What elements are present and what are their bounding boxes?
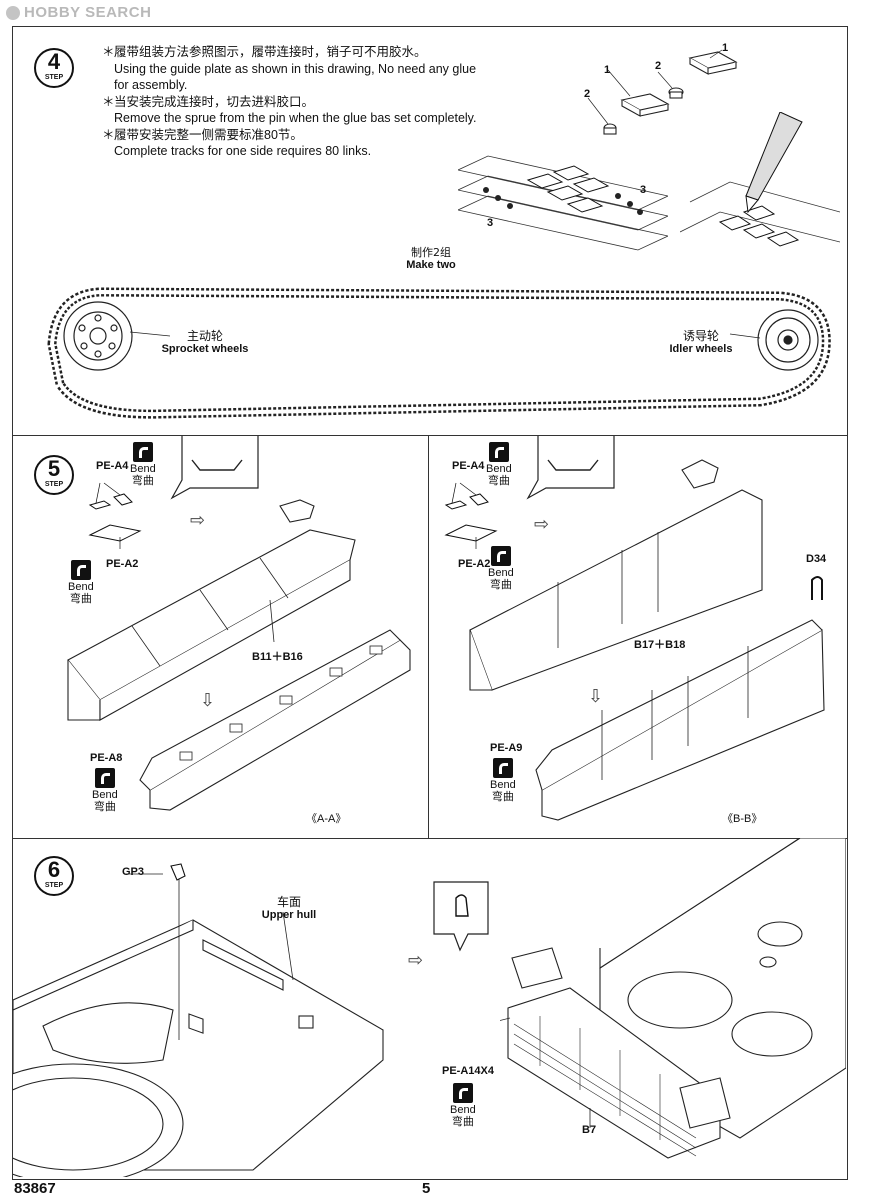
right-detail-callout xyxy=(526,436,615,500)
right-b-parts-label: B17＋B18 xyxy=(634,639,686,651)
callout-2a: 2 xyxy=(655,60,662,72)
b7-label: B7 xyxy=(582,1124,597,1136)
step6-badge: 6 STEP xyxy=(34,856,74,896)
right-bend-mid: Bend 弯曲 xyxy=(488,546,514,591)
instruction-line-1-en-b: for assembly. xyxy=(114,78,188,92)
instruction-line-3-en: Complete tracks for one side requires 80… xyxy=(114,144,372,158)
down-arrow-icon-left: ⇩ xyxy=(200,690,216,711)
left-detail-callout xyxy=(170,436,259,500)
left-bend-top: Bend 弯曲 xyxy=(130,442,156,487)
step4-badge: 4 STEP xyxy=(34,48,74,88)
instruction-line-2-cn: ＊当安装完成连接时，切去进料胶口。 xyxy=(102,94,315,109)
track-guide-plate-diagram xyxy=(458,155,668,251)
instruction-line-1-cn: ＊履带组装方法参照图示，履带连接时，销子可不用胶水。 xyxy=(102,45,427,59)
left-pe-a2-label: PE-A2 xyxy=(106,558,139,570)
gp3-label: GP3 xyxy=(122,866,145,878)
right-bend-top: Bend 弯曲 xyxy=(486,442,512,487)
bend-icon xyxy=(132,442,153,462)
right-pe-bracket-diagram xyxy=(444,482,498,549)
idler-wheels-label: 诱导轮 Idler wheels xyxy=(669,329,733,356)
bend-icon xyxy=(94,768,115,788)
left-b-parts-label: B11＋B16 xyxy=(252,651,303,663)
make-two-label: 制作2组 Make two xyxy=(406,246,456,271)
left-pe-a4-label: PE-A4 xyxy=(96,460,129,472)
step6-detail-callout xyxy=(433,881,489,952)
instruction-line-3-cn: ＊履带安装完整一侧需要标准80节。 xyxy=(102,127,303,142)
step4-word: STEP xyxy=(44,74,64,81)
right-pe-a2-label: PE-A2 xyxy=(458,558,491,570)
bend-icon xyxy=(70,560,91,580)
left-fender-assembly-diagram xyxy=(67,499,411,811)
sprocket-wheel-icon xyxy=(63,301,133,371)
bend-icon xyxy=(488,442,509,462)
right-pe-a4-label: PE-A4 xyxy=(452,460,485,472)
upper-hull-diagram xyxy=(13,863,384,1177)
step6-number: 6 xyxy=(47,857,61,882)
track-loop-diagram xyxy=(47,287,831,419)
hobby-knife-diagram xyxy=(680,112,840,247)
callout-2b: 2 xyxy=(584,88,591,100)
bend-icon xyxy=(490,546,511,566)
step4-number: 4 xyxy=(47,49,61,74)
right-arrow-icon: ⇨ xyxy=(534,514,550,535)
product-code: 83867 xyxy=(14,1180,56,1197)
watermark-text: HOBBY SEARCH xyxy=(24,4,152,21)
step5-badge: 5 STEP xyxy=(34,455,74,495)
right-bend-bottom: Bend 弯曲 xyxy=(490,758,516,803)
watermark-logo: HOBBY SEARCH xyxy=(6,4,151,21)
right-pe-a9-label: PE-A9 xyxy=(490,742,523,754)
step4-instructions: ＊履带组装方法参照图示，履带连接时，销子可不用胶水。 Using the gui… xyxy=(102,44,522,160)
idler-wheel-icon xyxy=(757,309,819,371)
sprocket-wheels-label: 主动轮 Sprocket wheels xyxy=(161,329,249,356)
right-fender-assembly-diagram xyxy=(469,459,825,821)
left-pe-a8-label: PE-A8 xyxy=(90,752,123,764)
callout-1b: 1 xyxy=(604,64,611,76)
step5-number: 5 xyxy=(47,456,61,481)
instruction-line-2-en: Remove the sprue from the pin when the g… xyxy=(114,111,477,125)
left-section-label: 《A-A》 xyxy=(306,813,347,825)
right-arrow-icon: ⇨ xyxy=(190,510,206,531)
hull-rear-plate-diagram xyxy=(500,838,846,1159)
callout-3b: 3 xyxy=(640,184,647,196)
upper-hull-label: 车面 Upper hull xyxy=(261,895,317,922)
left-bend-mid: Bend 弯曲 xyxy=(68,560,94,605)
bend-icon xyxy=(452,1083,473,1103)
step6-word: STEP xyxy=(44,882,64,889)
instruction-line-1-en-a: Using the guide plate as shown in this d… xyxy=(114,61,477,76)
pe-a14-label: PE-A14X4 xyxy=(442,1065,494,1077)
left-pe-bracket-diagram xyxy=(88,482,142,549)
step5-word: STEP xyxy=(44,481,64,488)
left-bend-bottom: Bend 弯曲 xyxy=(92,768,118,813)
step6-bend: Bend 弯曲 xyxy=(450,1083,476,1128)
down-arrow-icon-right: ⇩ xyxy=(588,686,604,707)
hobby-search-icon xyxy=(6,5,20,20)
bend-icon xyxy=(492,758,513,778)
step6-arrow-icon: ⇨ xyxy=(408,950,424,971)
right-section-label: 《B-B》 xyxy=(722,813,763,825)
page-number: 5 xyxy=(422,1180,431,1197)
right-d34-label: D34 xyxy=(806,553,827,565)
callout-3a: 3 xyxy=(487,217,494,229)
track-link-exploded-diagram xyxy=(587,49,738,135)
callout-1a: 1 xyxy=(722,42,729,54)
